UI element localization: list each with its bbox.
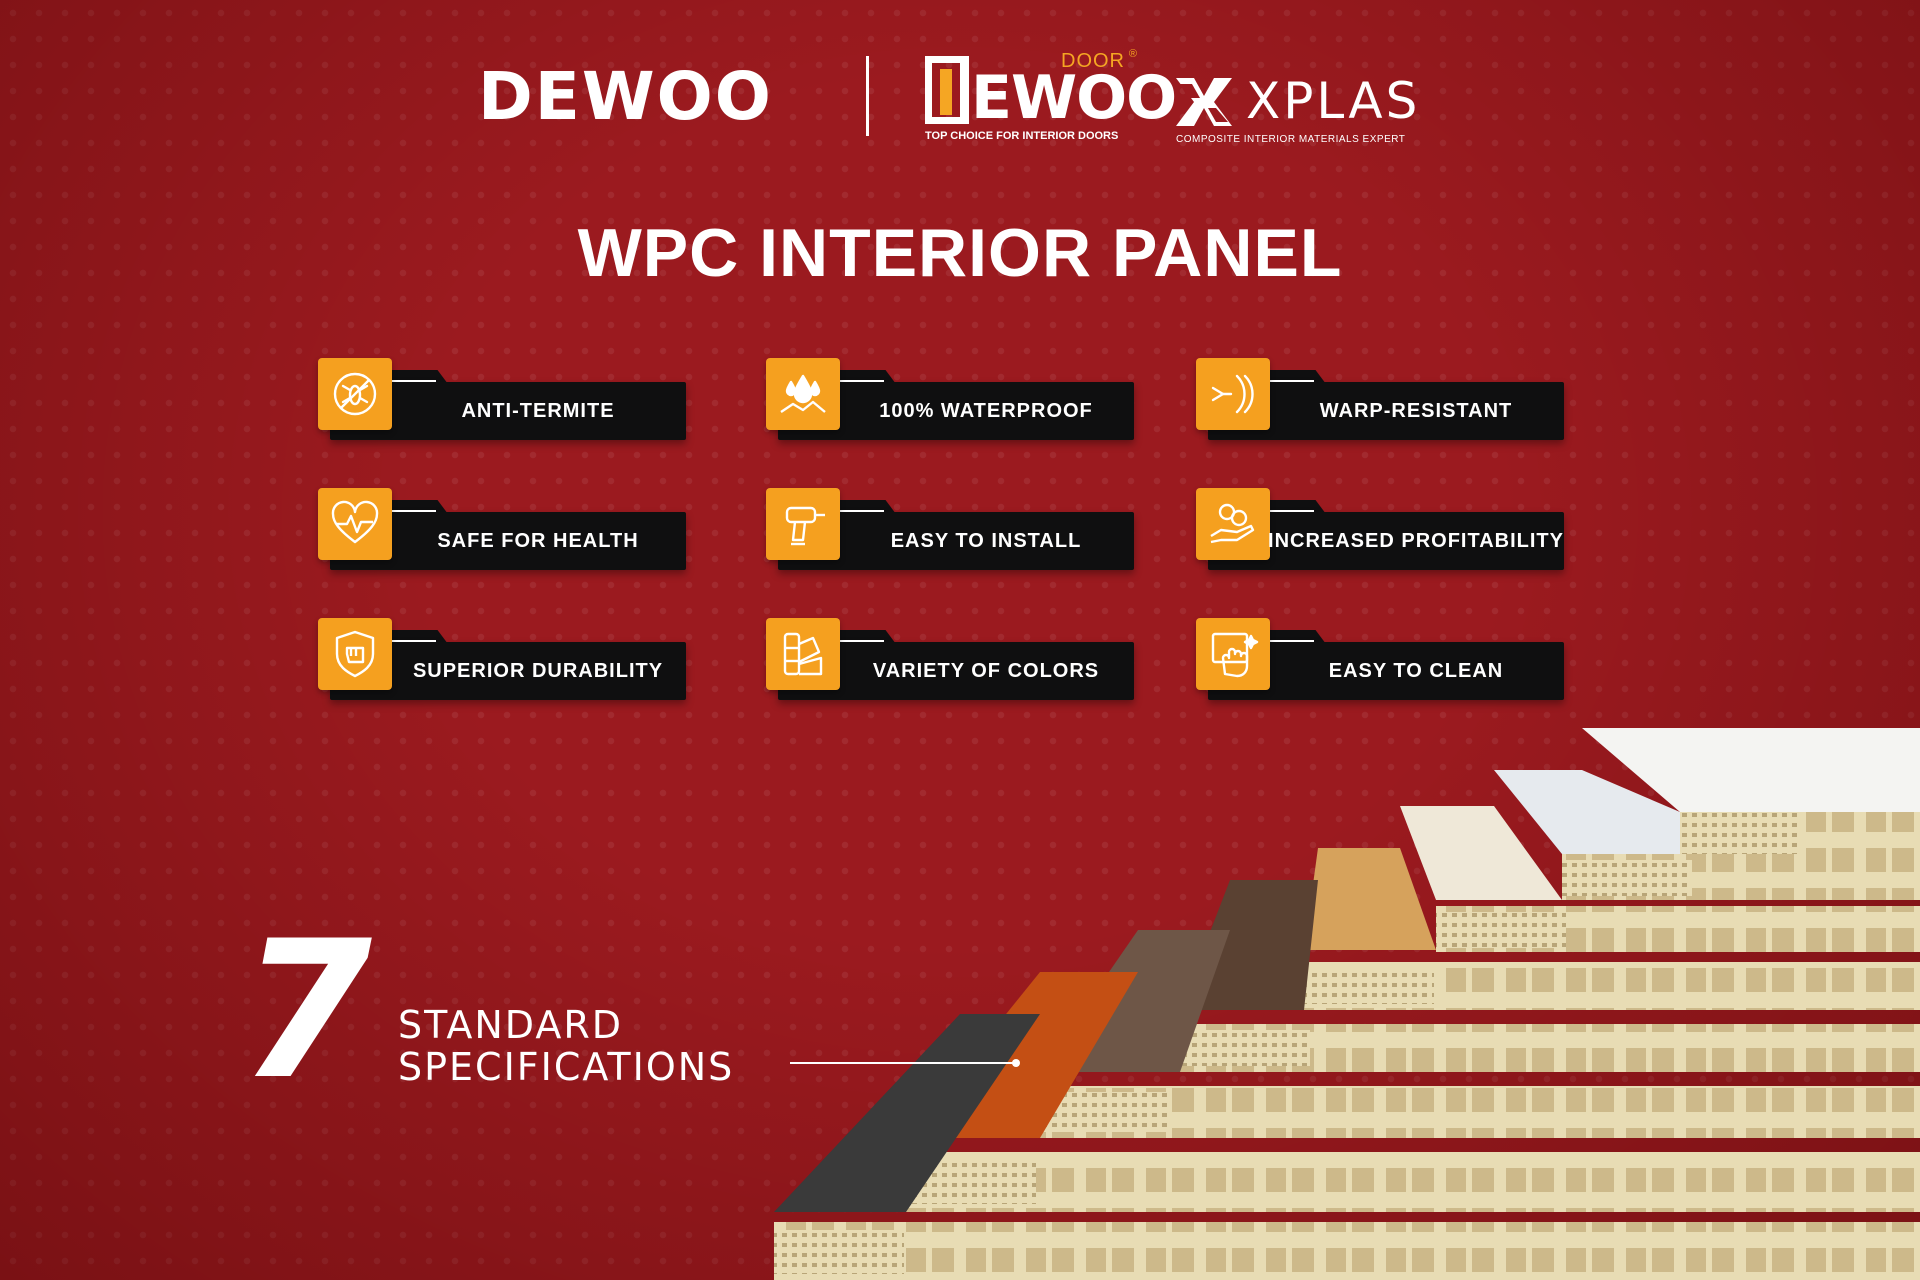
badge-tick [1270, 510, 1314, 512]
spec-pointer-dot [1012, 1059, 1020, 1067]
badge-tick [1270, 380, 1314, 382]
feature-anti-termite: ANTI-TERMITE [318, 358, 688, 450]
dewoo-door-name: EWOO [971, 63, 1177, 133]
spec-count: 7 [240, 900, 373, 1121]
heart-pulse-icon [318, 488, 392, 560]
door-word: DOOR [1061, 50, 1125, 72]
feature-easy-to-clean: EASY TO CLEAN [1196, 618, 1566, 710]
dewoo-logo: DEWOO [478, 58, 773, 135]
feature-label: ANTI-TERMITE [461, 399, 615, 422]
feature-label: VARIETY OF COLORS [872, 659, 1100, 682]
feature-label: SUPERIOR DURABILITY [412, 659, 664, 682]
dewoo-door-logo: DOOR ® EWOO TOP CHOICE FOR INTERIOR DOOR… [925, 48, 1177, 145]
feature-label: 100% WATERPROOF [879, 399, 1093, 422]
feature-waterproof: 100% WATERPROOF [766, 358, 1136, 450]
feature-safe-for-health: SAFE FOR HEALTH [318, 488, 688, 580]
badge-tick [392, 640, 436, 642]
badge-tick [392, 380, 436, 382]
feature-variety-of-colors: VARIETY OF COLORS [766, 618, 1136, 710]
registered-mark: ® [1128, 48, 1137, 60]
dewoo-door-tagline: TOP CHOICE FOR INTERIOR DOORS [925, 130, 1119, 142]
warp-arrows-icon [1196, 358, 1270, 430]
badge-tick [840, 640, 884, 642]
feature-easy-to-install: EASY TO INSTALL [766, 488, 1136, 580]
badge-tick [392, 510, 436, 512]
feature-label: INCREASED PROFITABILITY [1268, 529, 1564, 552]
spec-label-line1: STANDARD [398, 1003, 624, 1047]
color-swatch-icon [766, 618, 840, 690]
feature-superior-durability: SUPERIOR DURABILITY [318, 618, 688, 710]
no-termite-icon [318, 358, 392, 430]
spec-label-line2: SPECIFICATIONS [398, 1045, 735, 1089]
xplas-tagline: COMPOSITE INTERIOR MATERIALS EXPERT [1176, 134, 1406, 145]
xplas-mark-icon [1176, 78, 1232, 126]
money-hand-icon [1196, 488, 1270, 560]
xplas-name: XPLAS [1246, 72, 1421, 130]
feature-label: WARP-RESISTANT [1319, 399, 1513, 422]
feature-label: EASY TO INSTALL [890, 529, 1082, 552]
feature-label: EASY TO CLEAN [1328, 659, 1504, 682]
logo-divider [866, 56, 869, 136]
badge-tick [1270, 640, 1314, 642]
drill-icon [766, 488, 840, 560]
shield-fist-icon [318, 618, 392, 690]
feature-label: SAFE FOR HEALTH [437, 529, 639, 552]
water-drops-icon [766, 358, 840, 430]
badge-tick [840, 510, 884, 512]
door-icon [925, 56, 969, 124]
feature-warp-resistant: WARP-RESISTANT [1196, 358, 1566, 450]
clean-hand-icon [1196, 618, 1270, 690]
badge-tick [840, 380, 884, 382]
feature-increased-profitability: INCREASED PROFITABILITY [1196, 488, 1566, 580]
xplas-logo: XPLAS COMPOSITE INTERIOR MATERIALS EXPER… [1176, 72, 1456, 145]
spec-pointer-line [790, 1062, 1016, 1064]
page-title: WPC INTERIOR PANEL [577, 215, 1343, 291]
